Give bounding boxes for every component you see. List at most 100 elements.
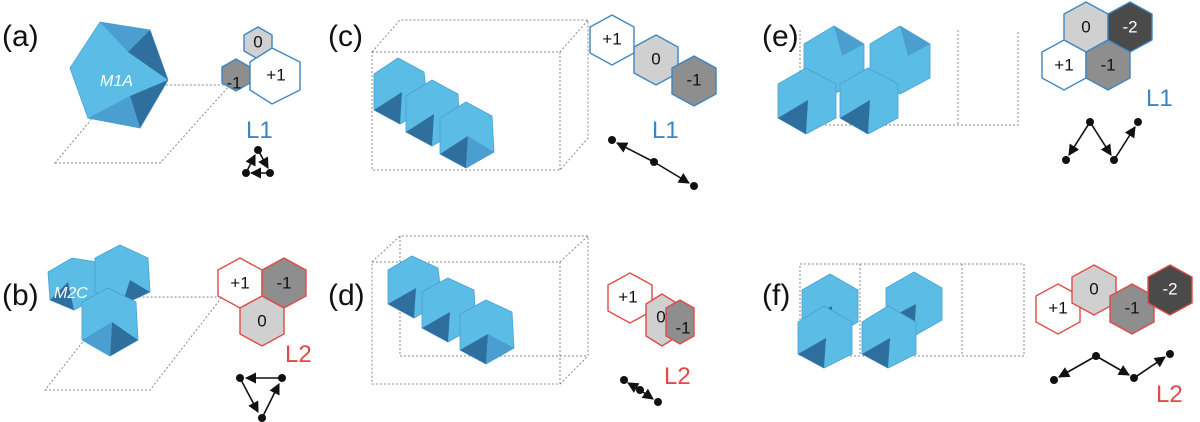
hex-cell	[607, 272, 653, 324]
hex-cell	[1147, 264, 1193, 316]
panel-b-layer-label: L2	[285, 341, 312, 368]
arrow	[257, 149, 269, 169]
panel-a-octahedron	[69, 21, 169, 129]
oct-face	[50, 282, 74, 310]
hex-value: -1	[686, 70, 701, 89]
panel-d-label: (d)	[328, 279, 365, 312]
oct-face	[422, 312, 450, 342]
hex-cell	[1085, 39, 1131, 91]
node-dot	[690, 182, 698, 190]
hex-value: -2	[1122, 17, 1137, 36]
panel-f: (f) +1 0 -1 -2 L2	[762, 263, 1193, 408]
arrow	[1133, 356, 1166, 379]
panel-e-arrow-zigzag	[1062, 118, 1142, 164]
hex-value: +1	[1048, 298, 1067, 317]
hex-value: -1	[1100, 55, 1115, 74]
hex-value: +1	[266, 65, 285, 84]
panel-b-cell-outline	[43, 296, 224, 391]
oct-face	[486, 334, 514, 364]
panel-a-label: (a)	[2, 20, 39, 53]
panel-c: (c) +1 0 -1 L1	[328, 14, 717, 190]
panel-c-label: (c)	[328, 20, 363, 53]
arrow	[1089, 121, 1112, 156]
hex-value: +1	[602, 29, 621, 48]
arrow	[616, 142, 655, 163]
arrow	[261, 382, 280, 419]
oct-face	[834, 26, 864, 56]
panel-e-layer-label: L1	[1146, 85, 1173, 112]
panel-c-octahedra	[373, 57, 495, 169]
panel-e-label: (e)	[762, 20, 799, 53]
node-dot	[1050, 376, 1058, 384]
oct-face	[406, 114, 434, 146]
oct-face	[798, 338, 826, 368]
oct-face	[374, 92, 402, 124]
hex-cell	[671, 55, 717, 107]
panel-e-cell-outline	[799, 30, 1019, 126]
oct-face	[778, 100, 808, 134]
hex-cell	[1071, 264, 1117, 316]
oct-face	[110, 322, 138, 356]
oct-face	[840, 100, 870, 134]
panel-f-cell-outline	[799, 263, 1025, 357]
hex-cell	[633, 34, 679, 86]
oct-face	[128, 30, 168, 80]
arrow	[1113, 126, 1136, 161]
panel-e: (e) 0 -2 +1 -1 L1	[762, 1, 1173, 164]
hex-cell	[589, 14, 635, 66]
hex-value: +1	[1054, 55, 1073, 74]
hex-value: -2	[1162, 279, 1177, 298]
hex-value: -1	[276, 273, 291, 292]
panel-d-arrow-chain	[620, 376, 662, 406]
hex-value: +1	[230, 273, 249, 292]
panel-d-octahedra	[387, 255, 515, 365]
panel-d-layer-label: L2	[664, 363, 691, 390]
oct-face	[88, 96, 140, 128]
node-dot	[1166, 350, 1174, 358]
panel-b-arrow-triangle	[236, 372, 286, 422]
hex-value: -1	[1124, 298, 1139, 317]
arrow	[627, 382, 641, 393]
panel-c-box-outline	[371, 19, 589, 171]
oct-face	[862, 338, 890, 368]
hex-value: 0	[257, 311, 266, 330]
panel-f-hex-grid: +1 0 -1 -2	[1035, 264, 1193, 335]
oct-face	[82, 322, 112, 356]
panel-a-hex-grid: 0 -1 +1	[221, 26, 301, 105]
arrow	[653, 161, 690, 184]
panel-f-label: (f)	[762, 279, 790, 312]
panel-c-arrow-chain	[608, 136, 698, 190]
oct-face	[900, 26, 930, 56]
hex-value: 0	[656, 307, 665, 326]
arrow	[1058, 355, 1097, 378]
panel-c-layer-label: L1	[652, 117, 679, 144]
arrow	[239, 377, 259, 413]
panel-f-layer-label: L2	[1156, 381, 1183, 408]
arrow	[1068, 121, 1091, 156]
node-dot	[1134, 118, 1142, 126]
hex-value: -1	[226, 73, 241, 92]
panel-b-label: (b)	[2, 279, 39, 312]
panel-e-octahedra	[777, 25, 931, 135]
panel-f-arrow-zigzag	[1050, 350, 1174, 384]
node-dot	[1062, 156, 1070, 164]
hex-value: +1	[618, 287, 637, 306]
hex-value: -1	[675, 318, 690, 337]
panel-d-hex-grid: +1 0 -1	[607, 272, 695, 347]
node-dot	[654, 398, 662, 406]
panel-d: (d) +1 0 -1 L2	[328, 235, 695, 406]
arrow	[1095, 355, 1130, 376]
oct-face	[460, 334, 488, 364]
panel-b-octahedra	[47, 244, 151, 357]
node-dot	[620, 376, 628, 384]
oct-face	[388, 288, 416, 318]
oct-face	[100, 22, 150, 52]
panel-b-hex-grid: +1 -1 0	[217, 257, 307, 347]
hex-value: 0	[651, 49, 660, 68]
hex-cell	[239, 295, 285, 347]
panel-b-site-label: M2C	[54, 285, 88, 302]
oct-face	[440, 136, 468, 168]
panel-f-octahedra	[797, 271, 943, 369]
panel-a-arrow-triangle	[242, 146, 274, 179]
